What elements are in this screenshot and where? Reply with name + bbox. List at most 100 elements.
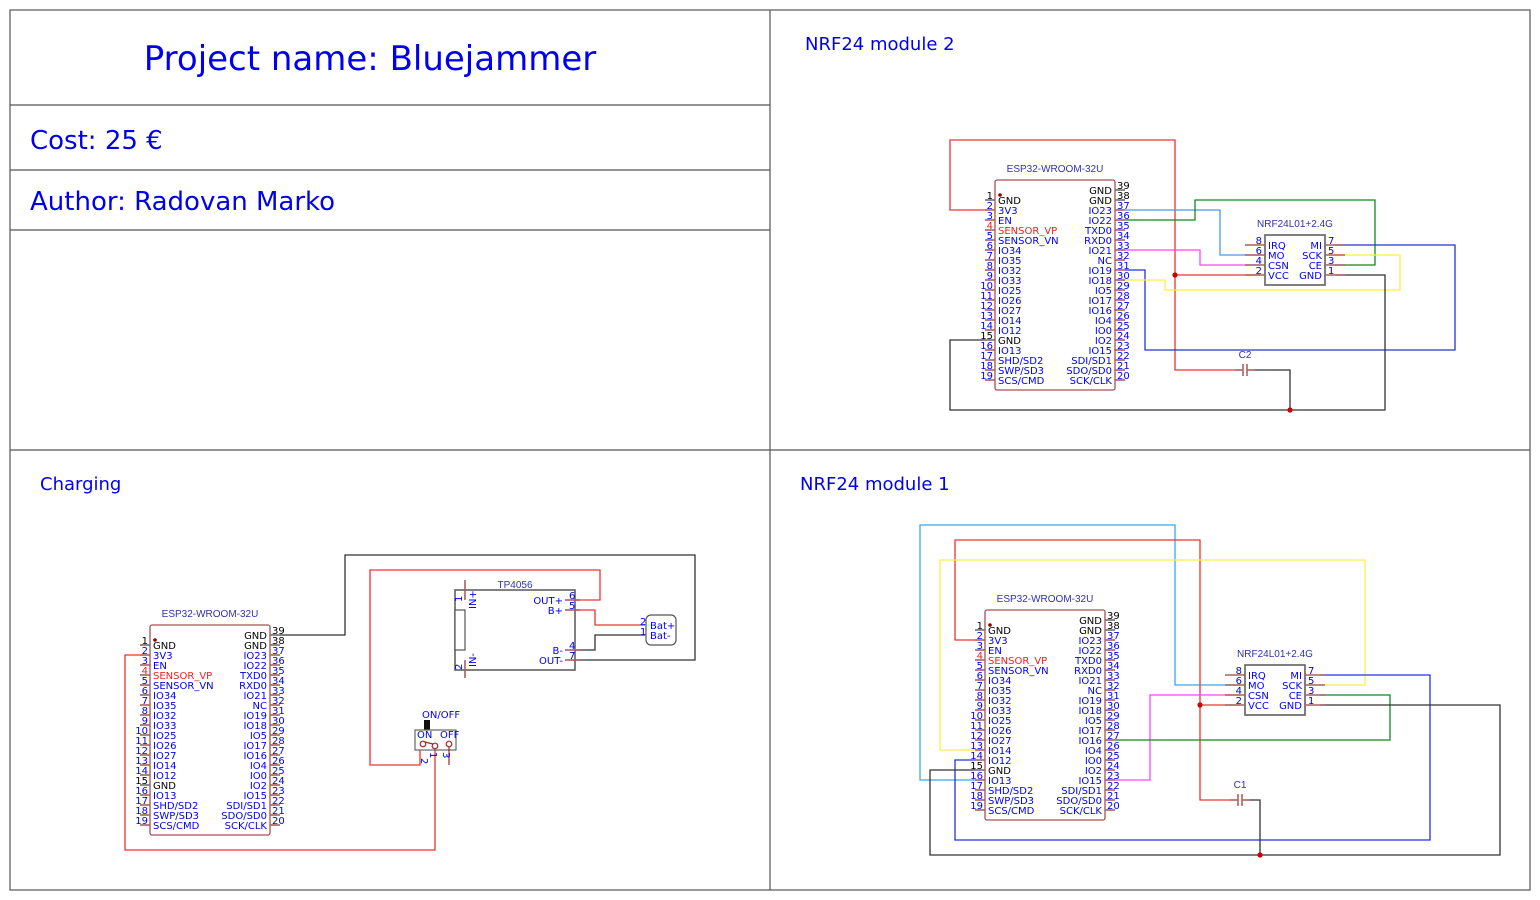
pin-number: 10 xyxy=(135,726,148,737)
pin-number: 8 xyxy=(987,261,993,272)
pin-name: GND xyxy=(1089,186,1112,197)
pin-name: SCK/CLK xyxy=(1070,376,1113,387)
switch-contact xyxy=(445,740,453,748)
pin-name: IO22 xyxy=(1078,646,1102,657)
pin-number: 15 xyxy=(980,331,993,342)
switch-off-label: OFF xyxy=(440,730,460,741)
pin-name: IO2 xyxy=(1095,336,1112,347)
pin-name: IO21 xyxy=(1078,676,1102,687)
pin-number: 12 xyxy=(135,746,148,757)
pin-name: IO26 xyxy=(988,726,1012,737)
pin-name: SENSOR_VN xyxy=(998,236,1059,247)
pin-name: IO4 xyxy=(250,761,267,772)
panel-title-charging: Charging xyxy=(40,474,121,495)
project-author: Author: Radovan Marko xyxy=(30,187,335,217)
pin-name: SENSOR_VP xyxy=(988,656,1047,667)
pin-number: 7 xyxy=(569,651,575,662)
pin-number: 20 xyxy=(272,816,285,827)
on-off-switch[interactable]: ON/OFF ON OFF 2 1 3 xyxy=(414,710,460,765)
pin-name: IO0 xyxy=(1095,326,1112,337)
pin-number: 12 xyxy=(980,301,993,312)
pin-number: 37 xyxy=(1107,631,1120,642)
pin-name: EN xyxy=(988,646,1002,657)
pin-number: 30 xyxy=(272,716,285,727)
pin-name: GND xyxy=(1079,616,1102,627)
pin-name: MO xyxy=(1268,251,1285,262)
wire-io21-csn-nrf2 xyxy=(1125,249,1260,266)
pin-number: 12 xyxy=(970,731,983,742)
pin-name: IO15 xyxy=(1088,346,1112,357)
pin-name: IO23 xyxy=(1078,636,1102,647)
esp32-body xyxy=(984,609,1106,821)
project-name: Project name: Bluejammer xyxy=(144,39,596,79)
pin-name: IO32 xyxy=(998,266,1022,277)
pin-name: IO34 xyxy=(998,246,1022,257)
pin-number: 26 xyxy=(1107,741,1120,752)
pin-number: 21 xyxy=(1117,361,1130,372)
pin-number: 1 xyxy=(640,627,646,638)
pin-number: 22 xyxy=(1117,351,1130,362)
pin-name: IO17 xyxy=(1078,726,1102,737)
switch-ref: ON/OFF xyxy=(422,710,460,721)
pin-number: 22 xyxy=(1107,781,1120,792)
pin-name: IO33 xyxy=(153,721,177,732)
pin-name: MI xyxy=(1310,241,1322,252)
pin-name: IO18 xyxy=(243,721,267,732)
pin-name: IO15 xyxy=(1078,776,1102,787)
pin-number: 2 xyxy=(640,617,646,628)
pin-number: 5 xyxy=(142,676,148,687)
pin-number: 9 xyxy=(987,271,993,282)
pin-number: 26 xyxy=(1117,311,1130,322)
pin-number: 10 xyxy=(970,711,983,722)
wire-io18-sck-nrf2 xyxy=(1125,254,1401,291)
pin-number: 5 xyxy=(977,661,983,672)
pin-name: IO15 xyxy=(243,791,267,802)
pin-number: 4 xyxy=(569,641,575,652)
pin-number: 4 xyxy=(987,221,993,232)
pin-name: 3V3 xyxy=(988,636,1008,647)
pin-name: IO16 xyxy=(1078,736,1102,747)
pin-name: B- xyxy=(553,646,564,657)
pin-name: VCC xyxy=(1268,271,1289,282)
pin-number: 29 xyxy=(1107,711,1120,722)
pin-name: SCK xyxy=(1282,681,1302,692)
junction-dot xyxy=(1172,272,1178,278)
pin-number: 39 xyxy=(1107,611,1120,622)
pin-number: 14 xyxy=(135,766,148,777)
pin-number: 6 xyxy=(977,671,983,682)
pin-number: 19 xyxy=(135,816,148,827)
pin-number: 26 xyxy=(272,756,285,767)
pin-name: SHD/SD2 xyxy=(988,786,1033,797)
switch-knob-icon[interactable] xyxy=(424,720,430,730)
pin-number: 8 xyxy=(142,706,148,717)
battery-body xyxy=(645,614,677,646)
pin-name: GND xyxy=(988,766,1011,777)
wire-io15-csn-nrf1 xyxy=(1115,694,1240,781)
pin-name: RXD0 xyxy=(1084,236,1112,247)
usb-port-icon xyxy=(454,609,466,651)
pin-number: 2 xyxy=(987,201,993,212)
pin-number: 1 xyxy=(987,191,993,202)
pin-name: GND xyxy=(1089,196,1112,207)
pin-number: 29 xyxy=(1117,281,1130,292)
pin-name: IO13 xyxy=(998,346,1022,357)
pin-number: 21 xyxy=(1107,791,1120,802)
pin-name: OUT+ xyxy=(533,596,563,607)
pin-name: IO12 xyxy=(153,771,177,782)
wire-gnd-nrf1 xyxy=(929,704,1501,856)
pin-number: 6 xyxy=(1256,246,1262,257)
pin-name: SCS/CMD xyxy=(988,806,1035,817)
pin-name: IO35 xyxy=(998,256,1022,267)
pin-number: 27 xyxy=(272,746,285,757)
wire-3v3-nrf1 xyxy=(954,539,1230,801)
pin-number: 7 xyxy=(1308,666,1314,677)
pin-number: 11 xyxy=(970,721,983,732)
pin-name: TXD0 xyxy=(1084,226,1112,237)
pin-number: 32 xyxy=(1107,681,1120,692)
wire-bplus-batplus xyxy=(575,609,645,626)
wire-io19-mi-nrf2 xyxy=(1125,244,1456,351)
pin-name: SCK xyxy=(1302,251,1322,262)
pin-name: GND xyxy=(153,641,176,652)
